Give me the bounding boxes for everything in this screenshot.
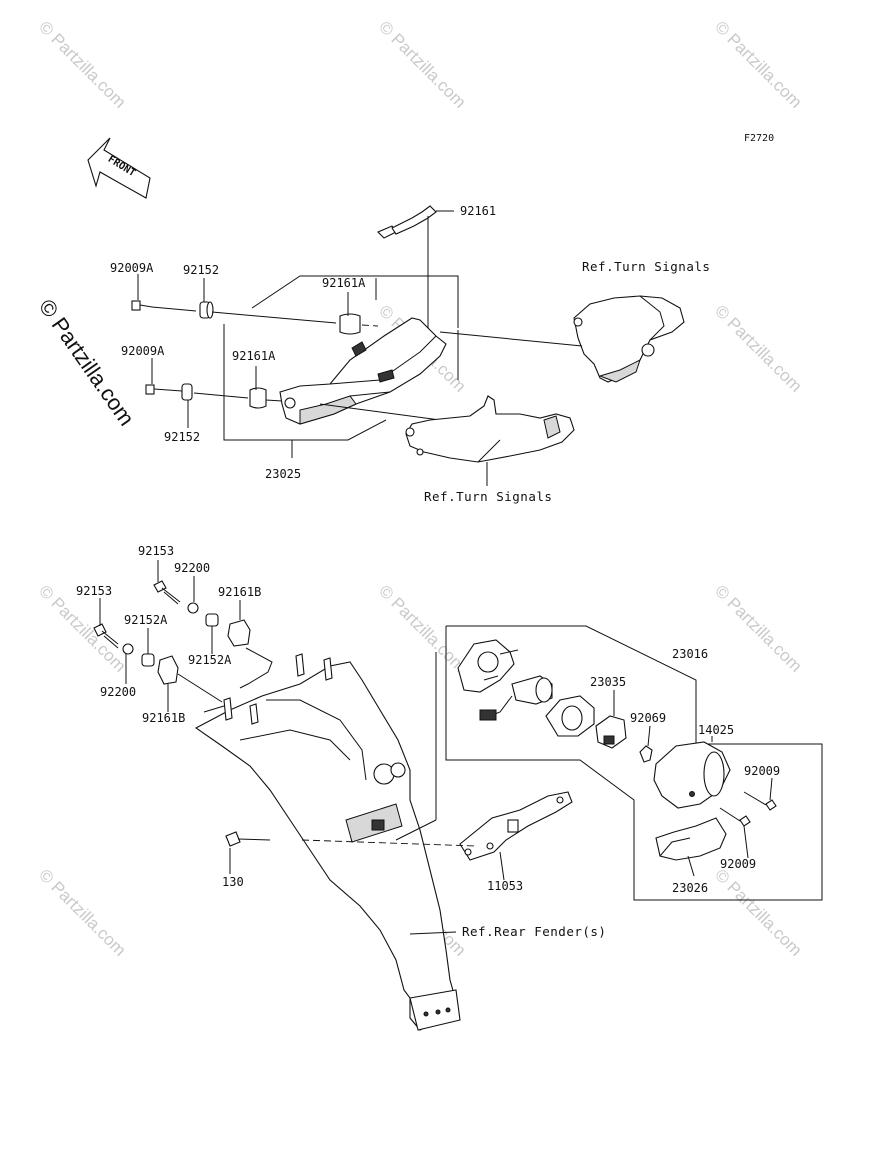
part-label: 92153 <box>138 544 174 558</box>
watermark: © Partzilla.com <box>35 865 129 959</box>
rear-fender <box>194 653 461 1031</box>
watermarks: © Partzilla.com © Partzilla.com © Partzi… <box>34 17 806 959</box>
front-arrow-icon: FRONT <box>87 137 151 199</box>
part-label: 92009A <box>121 344 165 358</box>
part-labels: 92161 92009A 92152 92161A 92009A 92161A … <box>76 204 780 895</box>
watermark: © Partzilla.com <box>711 17 805 111</box>
ref-turn-signals-bottom: Ref.Turn Signals <box>424 489 552 504</box>
screw-92153-a <box>153 580 181 605</box>
turn-signal-bottom <box>405 395 575 463</box>
screw-92009-a <box>743 791 777 811</box>
watermark-bold: © Partzilla.com <box>34 295 140 431</box>
part-label: 11053 <box>487 879 523 893</box>
socket-cable <box>479 675 553 721</box>
part-label: 92152A <box>188 653 232 667</box>
grommet-92161A-mid <box>249 387 267 409</box>
watermark: © Partzilla.com <box>711 301 805 395</box>
part-label: 92161A <box>232 349 276 363</box>
part-label: 92161 <box>460 204 496 218</box>
part-label: 92153 <box>76 584 112 598</box>
ref-rear-fender: Ref.Rear Fender(s) <box>462 924 606 939</box>
grommet-92161A-top <box>339 313 361 335</box>
grommet-92161B-a <box>227 619 251 647</box>
watermark: © Partzilla.com <box>711 581 805 675</box>
watermark: © Partzilla.com <box>375 17 469 111</box>
collar-92152-mid <box>181 383 193 401</box>
license-bracket-11053 <box>459 791 573 861</box>
collar-92152-top <box>199 301 214 319</box>
screw-92009A-mid <box>145 384 169 395</box>
socket-23035 <box>595 715 627 749</box>
part-label: 92152A <box>124 613 168 627</box>
part-label: 92161A <box>322 276 366 290</box>
part-label: 92200 <box>174 561 210 575</box>
collar-92152A-b <box>141 653 155 667</box>
ref-turn-signals-right: Ref.Turn Signals <box>582 259 710 274</box>
figure-code: F2720 <box>744 133 774 144</box>
screw-92153-b <box>93 623 119 649</box>
part-label: 92161B <box>218 585 261 599</box>
part-label: 23035 <box>590 675 626 689</box>
tail-light-housing-23025 <box>279 317 447 425</box>
leader-lines <box>99 274 349 713</box>
gasket <box>545 695 595 737</box>
bolt-130 <box>225 831 271 847</box>
light-base <box>457 639 519 693</box>
upper-assembly <box>131 205 685 486</box>
grommet-92161B-b <box>157 655 179 685</box>
washer-92200-a <box>187 602 199 614</box>
part-label: 92152 <box>164 430 200 444</box>
part-label: 23016 <box>672 647 708 661</box>
part-label: 130 <box>222 875 244 889</box>
part-label: 23026 <box>672 881 708 895</box>
part-label: 92009 <box>720 857 756 871</box>
lens-14025 <box>653 741 731 809</box>
part-label: 92161B <box>142 711 185 725</box>
part-label: 92009 <box>744 764 780 778</box>
turn-signal-right <box>573 295 685 383</box>
part-label: 92069 <box>630 711 666 725</box>
part-label: 92009A <box>110 261 154 275</box>
part-label: 14025 <box>698 723 734 737</box>
part-label: 92200 <box>100 685 136 699</box>
watermark: © Partzilla.com <box>375 581 469 675</box>
watermark: © Partzilla.com <box>35 17 129 111</box>
watermark: © Partzilla.com <box>711 865 805 959</box>
reference-labels: Ref.Turn Signals Ref.Turn Signals Ref.Re… <box>424 259 710 939</box>
screw-92009A-top <box>131 300 153 311</box>
collar-92152A-a <box>205 613 219 627</box>
part-label: 92152 <box>183 263 219 277</box>
cover-23026 <box>655 817 727 861</box>
lower-assembly <box>93 580 823 1031</box>
washer-92200-b <box>122 643 134 655</box>
part-label: 23025 <box>265 467 301 481</box>
bulb-92069 <box>639 725 653 763</box>
screw-92009-b <box>719 807 751 827</box>
